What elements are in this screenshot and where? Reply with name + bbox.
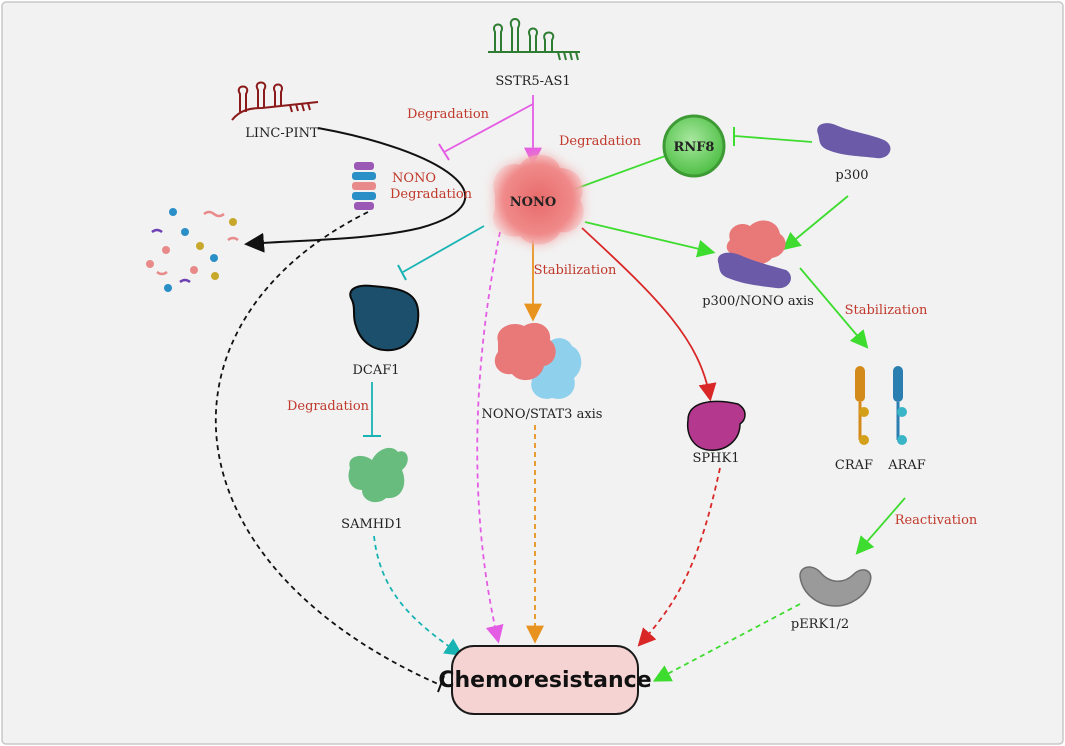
- nono-protein-icon: [492, 154, 584, 245]
- edge-nono-chemo: [476, 231, 504, 644]
- label-nono-stat3: NONO/STAT3 axis: [482, 407, 603, 422]
- linc-rna-icon: [231, 81, 319, 121]
- label-degradation-sstr5: Degradation: [407, 107, 490, 122]
- edge-linc-chemo: [214, 211, 439, 685]
- label-rnf8: RNF8: [674, 140, 715, 155]
- sphk1-protein-icon: [686, 400, 746, 451]
- label-samhd1: SAMHD1: [341, 517, 403, 532]
- fragments-icon: [146, 208, 239, 292]
- rnf8-circle-icon: [662, 114, 726, 178]
- edge-nono-dcaf1: [402, 225, 485, 273]
- label-reactivation: Reactivation: [895, 513, 978, 528]
- label-chemoresistance: Chemoresistance: [438, 668, 651, 693]
- label-araf: ARAF: [887, 458, 926, 473]
- inhibit-bar-magenta: [438, 143, 450, 161]
- inhibit-bar-black: [437, 675, 445, 693]
- label-dcaf1: DCAF1: [352, 363, 399, 378]
- edge-perk-chemo: [652, 603, 801, 682]
- nono-stat3-complex-icon: [494, 322, 582, 399]
- chemoresistance-box: [451, 645, 639, 715]
- inhibit-bar-teal-1: [397, 264, 407, 281]
- edge-nono-p300axis: [584, 221, 716, 258]
- label-p300: p300: [835, 168, 868, 183]
- label-sstr5: SSTR5-AS1: [495, 74, 570, 89]
- dcaf1-protein-icon: [349, 284, 420, 352]
- label-sphk1: SPHK1: [693, 451, 740, 466]
- label-stabilization-stat3: Stabilization: [534, 263, 617, 278]
- edge-linc-degradation: [244, 127, 467, 253]
- label-stabilization-p300: Stabilization: [845, 303, 928, 318]
- label-linc: LINC-PINT: [245, 126, 319, 141]
- edge-samhd1-chemo: [373, 535, 463, 657]
- label-degradation-dcaf1: Degradation: [287, 399, 370, 414]
- edge-sphk1-chemo: [637, 467, 721, 647]
- edge-raf-perk: [855, 497, 906, 555]
- label-degradation-rnf8: Degradation: [559, 134, 642, 149]
- proteasome-icon: [352, 162, 376, 210]
- araf-protein-icon: [893, 366, 907, 445]
- edge-p300axis-raf: [799, 267, 869, 349]
- label-craf: CRAF: [835, 458, 873, 473]
- sstr5-rna-icon: [488, 18, 580, 61]
- edge-sstr5-linc-inhibit: [443, 103, 534, 153]
- label-nono-degradation-1: NONO: [392, 171, 436, 186]
- edge-rnf8-nono: [571, 154, 669, 191]
- perk-protein-icon: [799, 566, 872, 607]
- label-p300-nono: p300/NONO axis: [702, 294, 814, 309]
- edge-nono-sphk1: [581, 227, 717, 402]
- samhd1-protein-icon: [348, 447, 408, 503]
- p300-nono-complex-icon: [717, 220, 791, 289]
- craf-protein-icon: [855, 366, 869, 445]
- label-perk: pERK1/2: [791, 617, 849, 632]
- p300-protein-icon: [817, 123, 891, 159]
- edge-p300-p300axis: [782, 195, 849, 251]
- edge-p300-rnf8: [734, 135, 813, 143]
- label-nono: NONO: [510, 195, 556, 210]
- label-nono-degradation-2: Degradation: [390, 187, 473, 202]
